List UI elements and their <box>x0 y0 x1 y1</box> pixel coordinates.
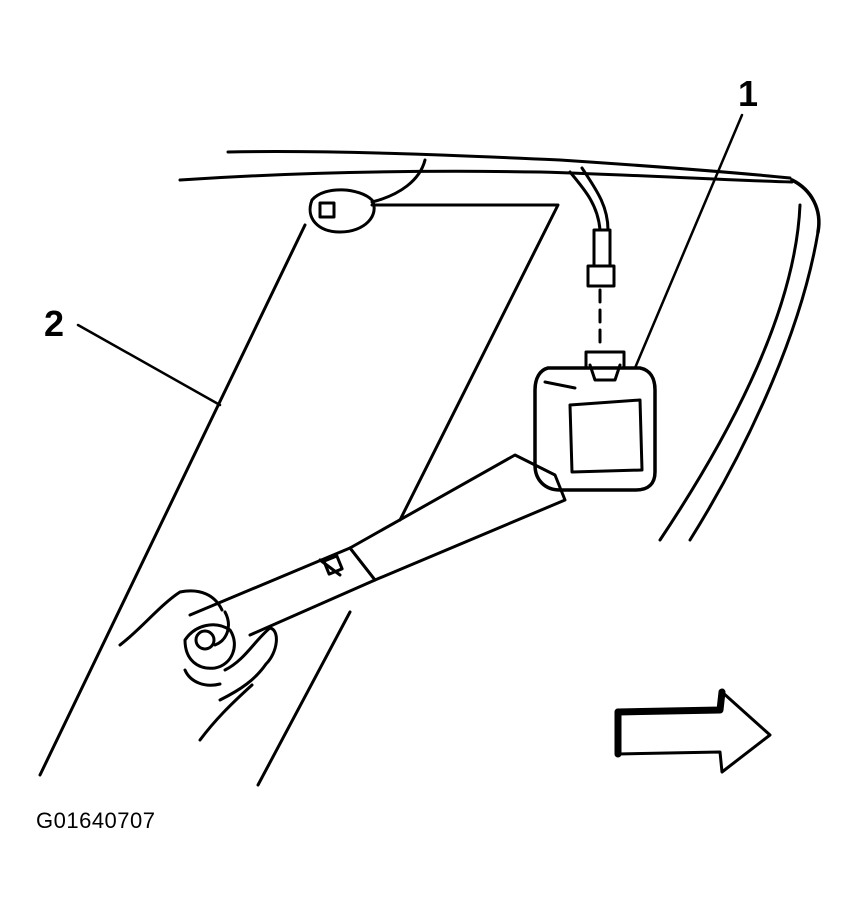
callout-label-pillar-trim: 2 <box>44 303 65 344</box>
hand-with-tool <box>118 589 278 742</box>
belt-webbing-and-latch <box>188 453 567 637</box>
pillar-trim-panel <box>38 203 560 787</box>
retractor-assembly <box>533 350 657 492</box>
upper-guide-loop <box>308 158 427 234</box>
figure-code-label: G01640707 <box>36 808 156 833</box>
roof-edge-lines <box>178 150 821 542</box>
callout-label-retractor: 1 <box>738 73 759 114</box>
callout-leaders <box>76 113 744 407</box>
forward-arrow-icon <box>614 688 772 774</box>
wiring-harness <box>568 166 616 352</box>
